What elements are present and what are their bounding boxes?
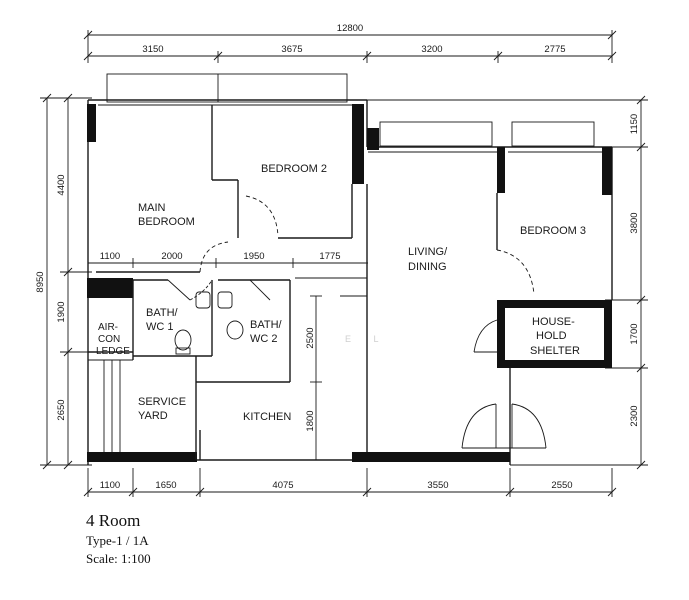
room-bedroom-2: BEDROOM 2 (261, 163, 327, 175)
dim-top-1: 3150 (142, 44, 163, 55)
room-bath2-line2: WC 2 (250, 333, 278, 345)
room-service-line2: YARD (138, 410, 168, 422)
dim-top-3: 3200 (421, 44, 442, 55)
dim-interior-2: 2000 (161, 251, 182, 262)
dim-right-3: 1700 (629, 323, 640, 344)
top-dimension-lines (83, 30, 617, 63)
bath-fixtures (174, 291, 244, 355)
right-dimension-lines (350, 95, 648, 470)
interior-walls (88, 105, 498, 460)
dim-right-2: 3800 (629, 212, 640, 233)
room-bath2-line1: BATH/ (250, 319, 283, 331)
kitchen-dimension-line (310, 295, 322, 461)
dim-bottom-3: 4075 (272, 480, 293, 491)
dim-left-3: 2650 (56, 399, 67, 420)
dim-right-1: 1150 (629, 114, 640, 134)
dim-top-4: 2775 (544, 44, 565, 55)
watermark: E L (345, 334, 389, 344)
room-bedroom-3: BEDROOM 3 (520, 225, 586, 237)
dim-top-2: 3675 (281, 44, 302, 55)
room-main-bedroom-line1: MAIN (138, 202, 166, 214)
dim-kitchen-1: 2500 (305, 327, 316, 348)
household-shelter (497, 300, 612, 368)
door-swings (167, 195, 547, 449)
dim-bottom-1: 1100 (100, 480, 120, 491)
room-shelter-line2: HOLD (536, 330, 567, 342)
plan-scale: Scale: 1:100 (86, 551, 151, 566)
dim-overall-top: 12800 (337, 23, 363, 34)
dim-left-2: 1900 (56, 301, 67, 322)
room-main-bedroom-line2: BEDROOM (138, 216, 195, 228)
room-aircon-line1: AIR- (98, 322, 118, 333)
room-bath1-line2: WC 1 (146, 321, 174, 333)
room-shelter-line3: SHELTER (530, 345, 580, 357)
window-ledges (98, 73, 607, 153)
left-dimension-lines (40, 93, 92, 470)
dim-bottom-2: 1650 (155, 480, 176, 491)
dim-left-overall: 8950 (35, 271, 46, 292)
room-aircon-line3: LEDGE (96, 346, 130, 357)
dim-interior-3: 1950 (243, 251, 264, 262)
dim-kitchen-2: 1800 (305, 410, 316, 431)
bottom-dimension-lines (83, 468, 617, 497)
dim-left-1: 4400 (56, 174, 67, 195)
room-living-line2: DINING (408, 261, 447, 273)
unit-type: Type-1 / 1A (86, 533, 149, 548)
title-block: 4 Room Type-1 / 1A Scale: 1:100 (86, 510, 151, 568)
dim-interior-4: 1775 (319, 251, 340, 262)
dim-bottom-4: 3550 (427, 480, 448, 491)
room-living-line1: LIVING/ (408, 246, 448, 258)
unit-name: 4 Room (86, 511, 141, 530)
structural-columns (87, 104, 612, 462)
dim-bottom-5: 2550 (551, 480, 572, 491)
room-shelter-line1: HOUSE- (532, 316, 575, 328)
dim-right-4: 2300 (629, 405, 640, 426)
room-service-line1: SERVICE (138, 396, 186, 408)
room-kitchen: KITCHEN (243, 411, 291, 423)
dim-interior-1: 1100 (100, 251, 120, 262)
room-bath1-line1: BATH/ (146, 307, 179, 319)
room-aircon-line2: CON (98, 334, 120, 345)
